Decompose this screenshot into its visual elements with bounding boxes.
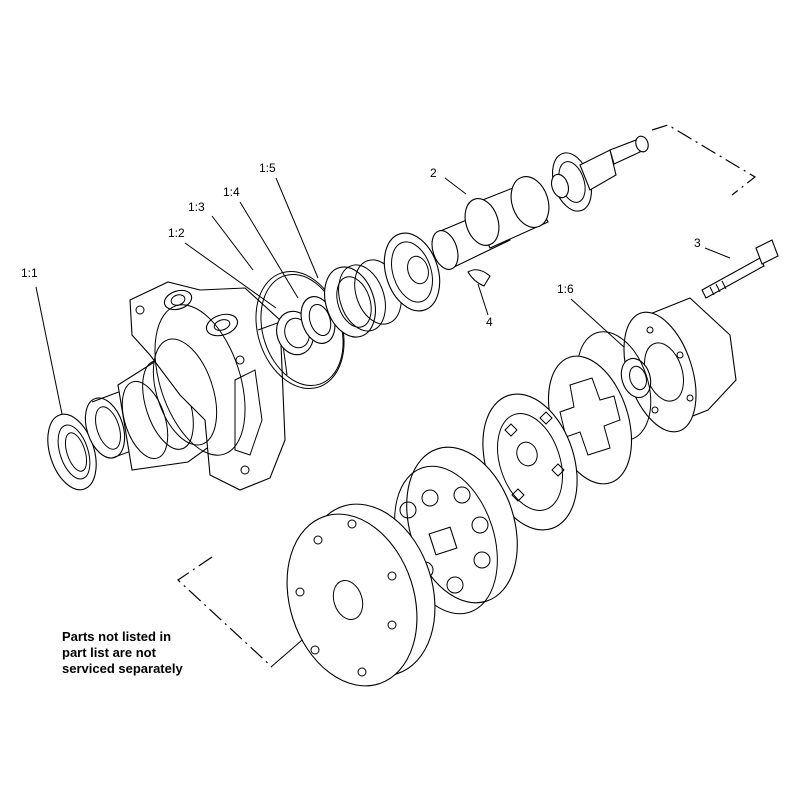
callout-1-6: 1:6 — [557, 282, 574, 296]
leader-1-5 — [275, 177, 319, 279]
end-cap — [623, 297, 737, 433]
front-cover — [286, 503, 436, 687]
leader-4 — [477, 283, 489, 316]
callout-4: 4 — [486, 315, 493, 329]
key-4 — [467, 269, 491, 287]
leader-3 — [704, 247, 731, 259]
callout-1-2: 1:2 — [168, 226, 185, 240]
leader-1-3 — [211, 215, 254, 271]
bolt-3 — [701, 239, 779, 299]
callout-1-5: 1:5 — [259, 161, 276, 175]
cylinder-block — [394, 446, 518, 615]
leader-2 — [444, 177, 467, 195]
drive-shaft-2 — [431, 176, 550, 270]
callout-1-3: 1:3 — [188, 200, 205, 214]
motor-housing — [117, 281, 288, 491]
leader-1-4 — [239, 201, 299, 299]
leader-1-2 — [184, 242, 277, 309]
callout-1-4: 1:4 — [223, 185, 240, 199]
thrust-bearing — [383, 232, 441, 312]
upper-alignment-bracket — [651, 124, 757, 196]
needle-bearing — [84, 389, 143, 459]
service-note-line-3: serviced separately — [62, 661, 183, 676]
output-gear — [550, 135, 649, 212]
callout-1-1: 1:1 — [21, 266, 38, 280]
lower-alignment-bracket — [177, 556, 273, 668]
service-note-line-1: Parts not listed in — [62, 629, 172, 644]
callout-2: 2 — [430, 166, 437, 180]
service-note-line-2: part list are not — [62, 645, 156, 660]
seal-1-5 — [324, 259, 402, 338]
leader-1-1 — [35, 286, 63, 415]
alignment-brackets — [177, 124, 757, 668]
callout-3: 3 — [694, 236, 701, 250]
service-note: Parts not listed in part list are not se… — [62, 629, 183, 677]
